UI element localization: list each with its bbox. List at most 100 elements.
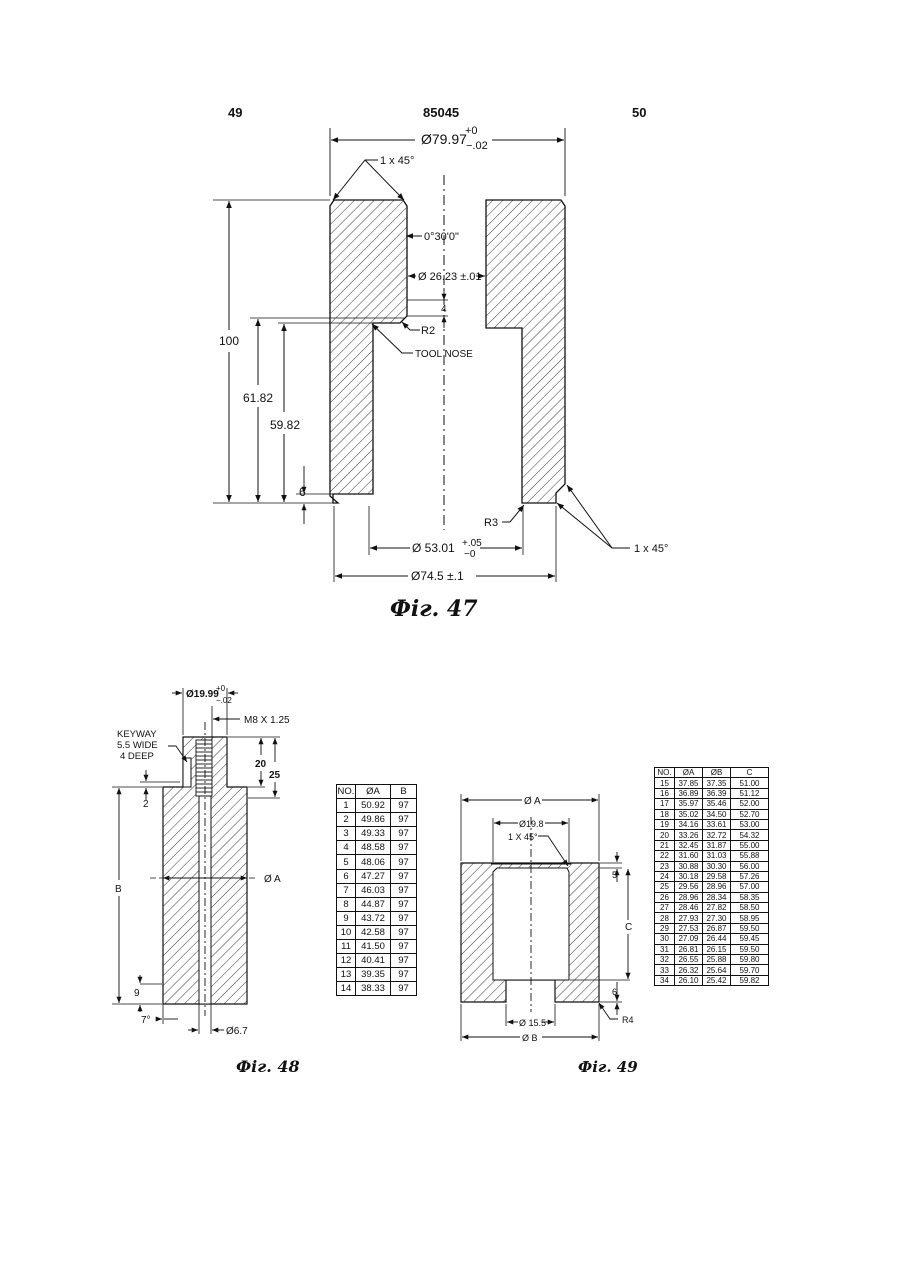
header-cell-c: C bbox=[731, 768, 769, 778]
table-cell: 31.60 bbox=[675, 851, 703, 861]
table-row: 2033.2632.7254.32 bbox=[655, 830, 769, 840]
table-cell: 31.87 bbox=[703, 840, 731, 850]
table-cell: 32 bbox=[655, 955, 675, 965]
fig48-dim-2: 2 bbox=[143, 799, 149, 810]
fig47-height-total: 100 bbox=[219, 334, 239, 348]
header-cell-b: B bbox=[391, 785, 417, 799]
fig47-bore-dia: Ø 26.23 ±.01 bbox=[418, 271, 482, 283]
fig47-dia-mid-tol-plus: +.05 bbox=[462, 538, 482, 549]
table-cell: 97 bbox=[391, 855, 417, 869]
table-cell: 56.00 bbox=[731, 861, 769, 871]
fig48-dim-20: 20 bbox=[255, 759, 267, 770]
fig48-keyway bbox=[183, 758, 191, 787]
table-cell: 53.00 bbox=[731, 819, 769, 829]
table-cell: 26.10 bbox=[675, 975, 703, 985]
table-row: 943.7297 bbox=[337, 911, 417, 925]
table-row: 2628.9628.3458.35 bbox=[655, 892, 769, 902]
table-cell: 97 bbox=[391, 982, 417, 996]
table-row: 3326.3225.6459.70 bbox=[655, 965, 769, 975]
table-cell: 97 bbox=[391, 827, 417, 841]
table-cell: 58.35 bbox=[731, 892, 769, 902]
fig49-caption: Фiг. 49 bbox=[578, 1058, 638, 1076]
fig48-dim-b: B bbox=[115, 884, 122, 895]
fig48-angle-7: 7° bbox=[141, 1015, 151, 1026]
table-row: 3426.1025.4259.82 bbox=[655, 975, 769, 985]
fig48-table: NO. ØA B 150.9297249.8697349.3397448.589… bbox=[336, 784, 417, 996]
table-cell: 37.85 bbox=[675, 778, 703, 788]
table-cell: 34.16 bbox=[675, 819, 703, 829]
table-cell: 31 bbox=[655, 944, 675, 954]
fig47-r3: R3 bbox=[484, 517, 498, 529]
table-cell: 50.92 bbox=[356, 799, 391, 813]
table-cell: 20 bbox=[655, 830, 675, 840]
table-cell: 46.03 bbox=[356, 883, 391, 897]
table-cell: 48.06 bbox=[356, 855, 391, 869]
fig49-dim-c: C bbox=[625, 922, 632, 933]
table-cell: 13 bbox=[337, 968, 356, 982]
table-cell: 26.15 bbox=[703, 944, 731, 954]
fig47-left-wall bbox=[330, 200, 407, 503]
table-cell: 16 bbox=[655, 788, 675, 798]
table-cell: 26.55 bbox=[675, 955, 703, 965]
table-header-row: NO. ØA B bbox=[337, 785, 417, 799]
table-cell: 25 bbox=[655, 882, 675, 892]
fig49-chamfer: 1 X 45° bbox=[508, 832, 538, 842]
table-cell: 14 bbox=[337, 982, 356, 996]
table-row: 448.5897 bbox=[337, 841, 417, 855]
table-cell: 47.27 bbox=[356, 869, 391, 883]
table-cell: 54.32 bbox=[731, 830, 769, 840]
table-cell: 35.97 bbox=[675, 799, 703, 809]
fig48-keyway-3: 4 DEEP bbox=[120, 751, 154, 762]
table-cell: 52.70 bbox=[731, 809, 769, 819]
table-row: 1934.1633.6153.00 bbox=[655, 819, 769, 829]
fig47-caption: Фiг. 47 bbox=[390, 596, 478, 622]
fig47-dia-bottom: Ø74.5 ±.1 bbox=[411, 569, 464, 583]
table-cell: 32.72 bbox=[703, 830, 731, 840]
table-row: 2529.5628.9657.00 bbox=[655, 882, 769, 892]
table-cell: 97 bbox=[391, 841, 417, 855]
table-cell: 97 bbox=[391, 869, 417, 883]
table-cell: 59.80 bbox=[731, 955, 769, 965]
table-row: 2728.4627.8258.50 bbox=[655, 903, 769, 913]
table-cell: 31.03 bbox=[703, 851, 731, 861]
table-cell: 2 bbox=[337, 813, 356, 827]
fig49-dia-b: Ø B bbox=[522, 1033, 538, 1043]
table-cell: 32.45 bbox=[675, 840, 703, 850]
table-cell: 8 bbox=[337, 897, 356, 911]
header-cell-no: NO. bbox=[655, 768, 675, 778]
table-cell: 29 bbox=[655, 923, 675, 933]
table-cell: 25.64 bbox=[703, 965, 731, 975]
table-row: 1438.3397 bbox=[337, 982, 417, 996]
fig48-thread: M8 X 1.25 bbox=[244, 715, 290, 726]
fig49-r4: R4 bbox=[622, 1015, 634, 1025]
table-row: 1042.5897 bbox=[337, 925, 417, 939]
fig48-dia-top: Ø19.99 bbox=[186, 689, 219, 700]
fig47-chamfer-top: 1 x 45° bbox=[380, 155, 414, 167]
table-row: 150.9297 bbox=[337, 799, 417, 813]
table-cell: 97 bbox=[391, 813, 417, 827]
fig49-drawing bbox=[461, 794, 630, 1041]
fig48-keyway-1: KEYWAY bbox=[117, 729, 157, 740]
table-row: 349.3397 bbox=[337, 827, 417, 841]
fig47-dia-top: Ø79.97 bbox=[421, 131, 467, 147]
fig47-r2: R2 bbox=[421, 325, 435, 337]
table-cell: 28.46 bbox=[675, 903, 703, 913]
fig48-dia-top-tol-plus: +0 bbox=[216, 684, 226, 693]
fig47-dia-mid-tol-minus: −0 bbox=[464, 549, 476, 560]
table-cell: 23 bbox=[655, 861, 675, 871]
table-cell: 36.89 bbox=[675, 788, 703, 798]
table-cell: 57.00 bbox=[731, 882, 769, 892]
table-row: 1735.9735.4652.00 bbox=[655, 799, 769, 809]
table-cell: 59.82 bbox=[731, 975, 769, 985]
fig48-dia-67: Ø6.7 bbox=[226, 1026, 248, 1037]
table-cell: 43.72 bbox=[356, 911, 391, 925]
table-cell: 9 bbox=[337, 911, 356, 925]
table-cell: 33 bbox=[655, 965, 675, 975]
table-cell: 26.87 bbox=[703, 923, 731, 933]
table-row: 2827.9327.3058.95 bbox=[655, 913, 769, 923]
table-row: 3027.0926.4459.45 bbox=[655, 934, 769, 944]
table-cell: 34.50 bbox=[703, 809, 731, 819]
table-row: 647.2797 bbox=[337, 869, 417, 883]
table-cell: 59.70 bbox=[731, 965, 769, 975]
table-cell: 55.88 bbox=[731, 851, 769, 861]
